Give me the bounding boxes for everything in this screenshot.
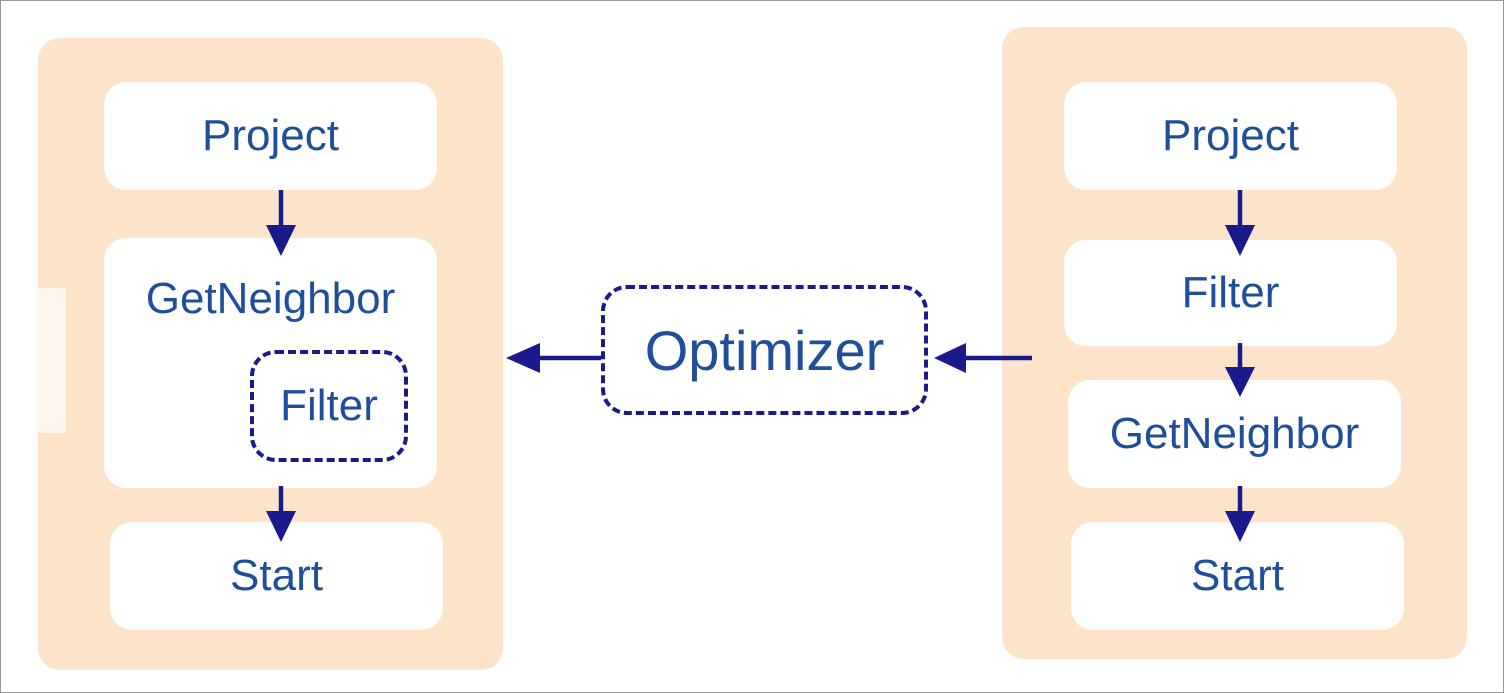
- panel-edge-highlight: [36, 288, 66, 433]
- optimizer-box: Optimizer: [601, 285, 928, 415]
- left-filter-label: Filter: [280, 381, 378, 430]
- right-project-node: Project: [1064, 82, 1397, 190]
- right-filter-node: Filter: [1064, 240, 1397, 346]
- right-project-label: Project: [1162, 111, 1299, 160]
- right-getneighbor-label: GetNeighbor: [1109, 409, 1360, 458]
- optimizer-label: Optimizer: [644, 318, 885, 382]
- left-start-node: Start: [110, 522, 443, 630]
- left-project-label: Project: [202, 111, 339, 160]
- right-getneighbor-node: GetNeighbor: [1068, 380, 1401, 488]
- left-project-node: Project: [104, 82, 437, 190]
- right-start-node: Start: [1071, 522, 1404, 630]
- left-getneighbor-label: GetNeighbor: [145, 274, 396, 323]
- right-start-label: Start: [1191, 551, 1284, 600]
- left-start-label: Start: [230, 551, 323, 600]
- right-filter-label: Filter: [1181, 268, 1280, 317]
- left-embedded-filter: Filter: [250, 350, 408, 462]
